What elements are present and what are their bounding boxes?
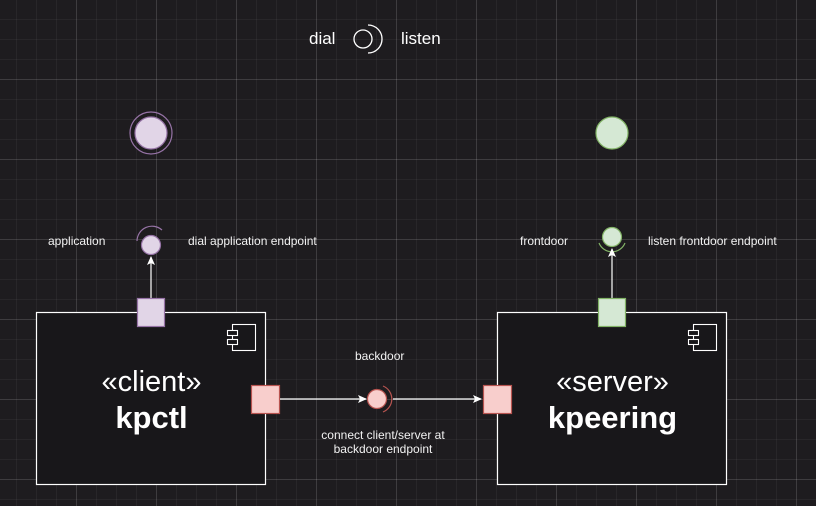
server-frontdoor-interface[interactable] xyxy=(598,226,626,253)
client-backdoor-port[interactable] xyxy=(250,384,281,415)
client-application-interface[interactable] xyxy=(136,225,163,256)
listen-frontdoor-endpoint-label: listen frontdoor endpoint xyxy=(648,234,777,248)
server-name: kpeering xyxy=(547,400,678,435)
server-stereotype: «server» xyxy=(556,366,669,398)
server-large-circle[interactable] xyxy=(595,116,629,150)
legend-dial-label: dial xyxy=(309,29,336,48)
client-name: kpctl xyxy=(115,400,188,435)
dial-application-endpoint-label: dial application endpoint xyxy=(188,234,317,248)
legend-listen-label: listen xyxy=(401,29,441,48)
client-large-circle[interactable] xyxy=(129,111,173,155)
backdoor-caption-line-2: backdoor endpoint xyxy=(333,442,433,456)
legend-symbol xyxy=(353,24,383,54)
backdoor-interface[interactable] xyxy=(366,385,393,413)
backdoor-caption-line-1: connect client/server at xyxy=(321,428,445,442)
application-label: application xyxy=(48,234,106,248)
server-component-box[interactable] xyxy=(496,311,728,486)
client-stereotype: «client» xyxy=(101,366,202,398)
client-top-port[interactable] xyxy=(136,297,166,328)
backdoor-label: backdoor xyxy=(355,349,405,363)
component-icon xyxy=(226,323,257,352)
component-icon xyxy=(687,323,718,352)
server-top-port[interactable] xyxy=(597,297,627,328)
client-component-box[interactable] xyxy=(35,311,267,486)
server-backdoor-port[interactable] xyxy=(482,384,513,415)
frontdoor-label: frontdoor xyxy=(520,234,569,248)
